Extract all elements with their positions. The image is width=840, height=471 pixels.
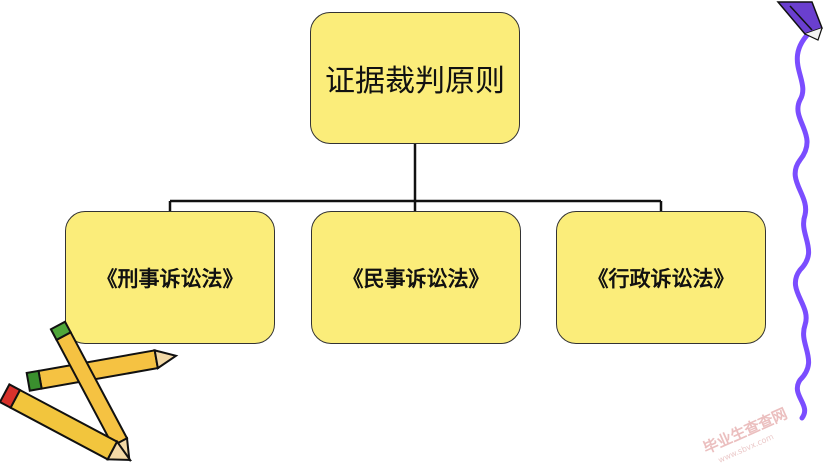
child-node-label: 《刑事诉讼法》 (96, 266, 244, 291)
child-node-label: 《民事诉讼法》 (342, 266, 490, 291)
child-node-label: 《行政诉讼法》 (587, 266, 735, 291)
child-node-civil-procedure: 《民事诉讼法》 (311, 211, 521, 344)
root-node: 证据裁判原则 (310, 12, 520, 144)
child-node-criminal-procedure: 《刑事诉讼法》 (65, 211, 275, 344)
child-node-administrative-procedure: 《行政诉讼法》 (556, 211, 766, 344)
root-node-label: 证据裁判原则 (325, 64, 505, 99)
